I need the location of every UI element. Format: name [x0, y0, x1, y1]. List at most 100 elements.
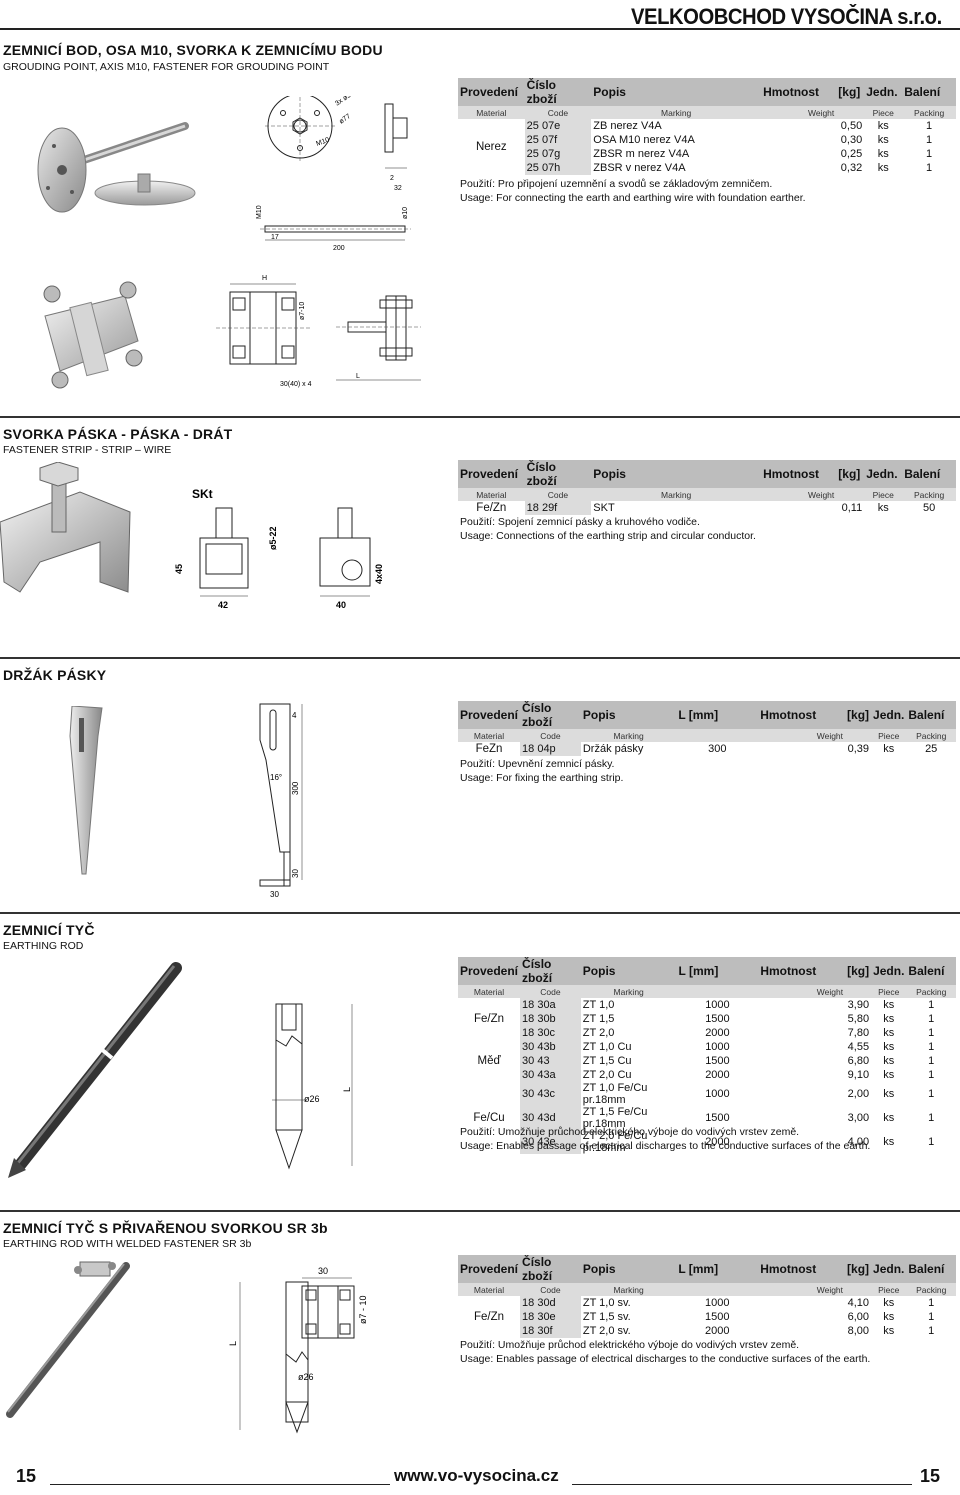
col-packing: Packing	[902, 106, 956, 119]
packing-cell: 1	[926, 120, 933, 132]
col-packing: Packing	[906, 985, 956, 998]
col-popis: Popis	[580, 957, 677, 985]
col-packing: Packing	[906, 729, 956, 742]
section-title: ZEMNICÍ TYČ	[3, 922, 95, 938]
dim-42: 42	[218, 600, 228, 610]
weight-cell: 3,90	[847, 999, 870, 1011]
footer-url[interactable]: www.vo-vysocina.cz	[394, 1466, 559, 1485]
piece-cell: ks	[877, 148, 889, 160]
col-hmotnost: Hmotnost	[758, 1255, 846, 1283]
earthing-rod-photo	[0, 960, 190, 1180]
skt-label: SKt	[192, 487, 213, 501]
marking-cell: ZBSR m nerez V4A	[593, 148, 690, 160]
dim-l: L	[228, 1341, 238, 1346]
packing-cell: 25	[925, 743, 938, 755]
page-number-left: 15	[16, 1466, 37, 1486]
welded-rod-photo	[0, 1256, 140, 1421]
spec-table-grounding-point: Provedení Číslo zboží Popis Hmotnost [kg…	[458, 78, 956, 175]
marking-cell: ZT 1,5 Cu	[582, 1055, 632, 1067]
material-cell: FeZn	[475, 743, 503, 755]
dim-h: H	[262, 275, 267, 282]
grounding-point-drawing: 3x ø5 ø77 M10 2 32	[255, 96, 415, 256]
code-cell: 30 43	[520, 1054, 581, 1068]
col-hmotnost: Hmotnost	[761, 78, 837, 106]
piece-cell: ks	[883, 1069, 895, 1081]
col-marking: Marking	[580, 985, 677, 998]
usage-cz: Použití: Pro připojení uzemnění a svodů …	[460, 178, 773, 190]
clamp-drawing: H ø7-10 30(40) x 4 L	[216, 272, 446, 392]
col-baleni: Balení	[902, 460, 956, 488]
piece-cell: ks	[883, 1325, 895, 1337]
col-kg: [kg]	[836, 460, 865, 488]
col-code: Code	[520, 1283, 581, 1296]
spec-table-earthing-rod: Provedení Číslo zboží Popis L [mm] Hmotn…	[458, 957, 956, 1154]
material-cell: Fe/Zn	[476, 502, 507, 514]
material-cell: Nerez	[475, 141, 507, 153]
col-weight: Weight	[758, 1283, 846, 1296]
piece-cell: ks	[883, 1311, 895, 1323]
weight-cell: 7,80	[847, 1027, 870, 1039]
packing-cell: 50	[922, 502, 936, 514]
col-kg: [kg]	[845, 701, 872, 729]
col-piece: Piece	[864, 488, 903, 501]
col-kg: [kg]	[836, 78, 865, 106]
weight-cell: 4,00	[847, 1136, 870, 1148]
code-cell: 25 07g	[524, 147, 592, 161]
col-jedn: Jedn.	[871, 1255, 907, 1283]
packing-cell: 1	[928, 1088, 935, 1100]
weight-cell: 0,32	[840, 162, 863, 174]
dim-40: 40	[336, 600, 346, 610]
length-cell: 1500	[705, 1112, 730, 1124]
col-code: Code	[524, 106, 592, 119]
dim-m10: M10	[315, 137, 330, 148]
weight-cell: 6,00	[847, 1311, 870, 1323]
table-row: 30 43 ZT 1,5 Cu 1500 6,80 ks 1	[458, 1054, 956, 1068]
table-row: 30 43d ZT 1,5 Fe/Cu pr.18mm 1500 3,00 ks…	[458, 1106, 956, 1130]
col-cislo: Číslo zboží	[520, 1255, 581, 1283]
packing-cell: 1	[926, 148, 933, 160]
marking-cell: ZBSR v nerez V4A	[593, 162, 686, 174]
code-cell: 30 43d	[520, 1106, 581, 1130]
dim-holes: 3x ø5	[334, 96, 352, 108]
marking-cell: ZT 2,0 Cu	[582, 1069, 632, 1081]
col-provedeni: Provedení	[458, 701, 521, 729]
dim-30v: 30	[291, 869, 300, 878]
weight-cell: 0,39	[847, 743, 870, 755]
marking-cell: ZB nerez V4A	[593, 120, 662, 132]
section-divider	[0, 416, 960, 418]
usage-note: Použití: Upevnění zemnicí pásky. Usage: …	[460, 757, 950, 785]
length-cell: 2000	[705, 1027, 730, 1039]
code-cell: 18 30b	[520, 1012, 581, 1026]
usage-note: Použití: Umožňuje průchod elektrického v…	[460, 1125, 950, 1153]
earthing-rod-drawing: ø26 L	[262, 1000, 362, 1170]
col-hmotnost: Hmotnost	[761, 460, 837, 488]
col-popis: Popis	[580, 1255, 677, 1283]
dim-17: 17	[271, 234, 279, 241]
code-cell: 25 07f	[524, 133, 592, 147]
grounding-point-photo	[20, 108, 220, 228]
col-packing: Packing	[902, 488, 956, 501]
brand-name: VELKOOBCHOD VYSOČINA s.r.o.	[631, 4, 942, 29]
dim-l: L	[356, 373, 360, 380]
col-weight: Weight	[758, 985, 846, 998]
usage-note: Použití: Umožňuje průchod elektrického v…	[460, 1338, 950, 1366]
piece-cell: ks	[877, 120, 889, 132]
strip-holder-drawing: 4 16° 300 30 30	[240, 700, 320, 900]
table-row: 30 43e ZT 2,0 Fe/Cu pr.18mm 2000 4,00 ks…	[458, 1130, 956, 1154]
usage-note: Použití: Spojení zemnicí pásky a kruhové…	[460, 515, 950, 543]
table-row: Fe/Cu 30 43c ZT 1,0 Fe/Cu pr.18mm 1000 2…	[458, 1082, 956, 1124]
length-cell: 1500	[705, 1311, 730, 1323]
marking-cell: ZT 1,0	[582, 999, 615, 1011]
piece-cell: ks	[883, 1055, 895, 1067]
col-provedeni: Provedení	[458, 1255, 521, 1283]
code-cell: 18 29f	[524, 501, 592, 515]
dim-16deg: 16°	[270, 773, 282, 782]
col-baleni: Balení	[906, 957, 956, 985]
col-piece: Piece	[864, 106, 903, 119]
table-row: Nerez 25 07e ZB nerez V4A 0,50 ks 1	[458, 119, 956, 153]
col-material: Material	[458, 1283, 521, 1296]
weight-cell: 9,10	[847, 1069, 870, 1081]
dim-d10: ø10	[402, 207, 409, 219]
col-code: Code	[524, 488, 592, 501]
col-baleni: Balení	[906, 701, 956, 729]
